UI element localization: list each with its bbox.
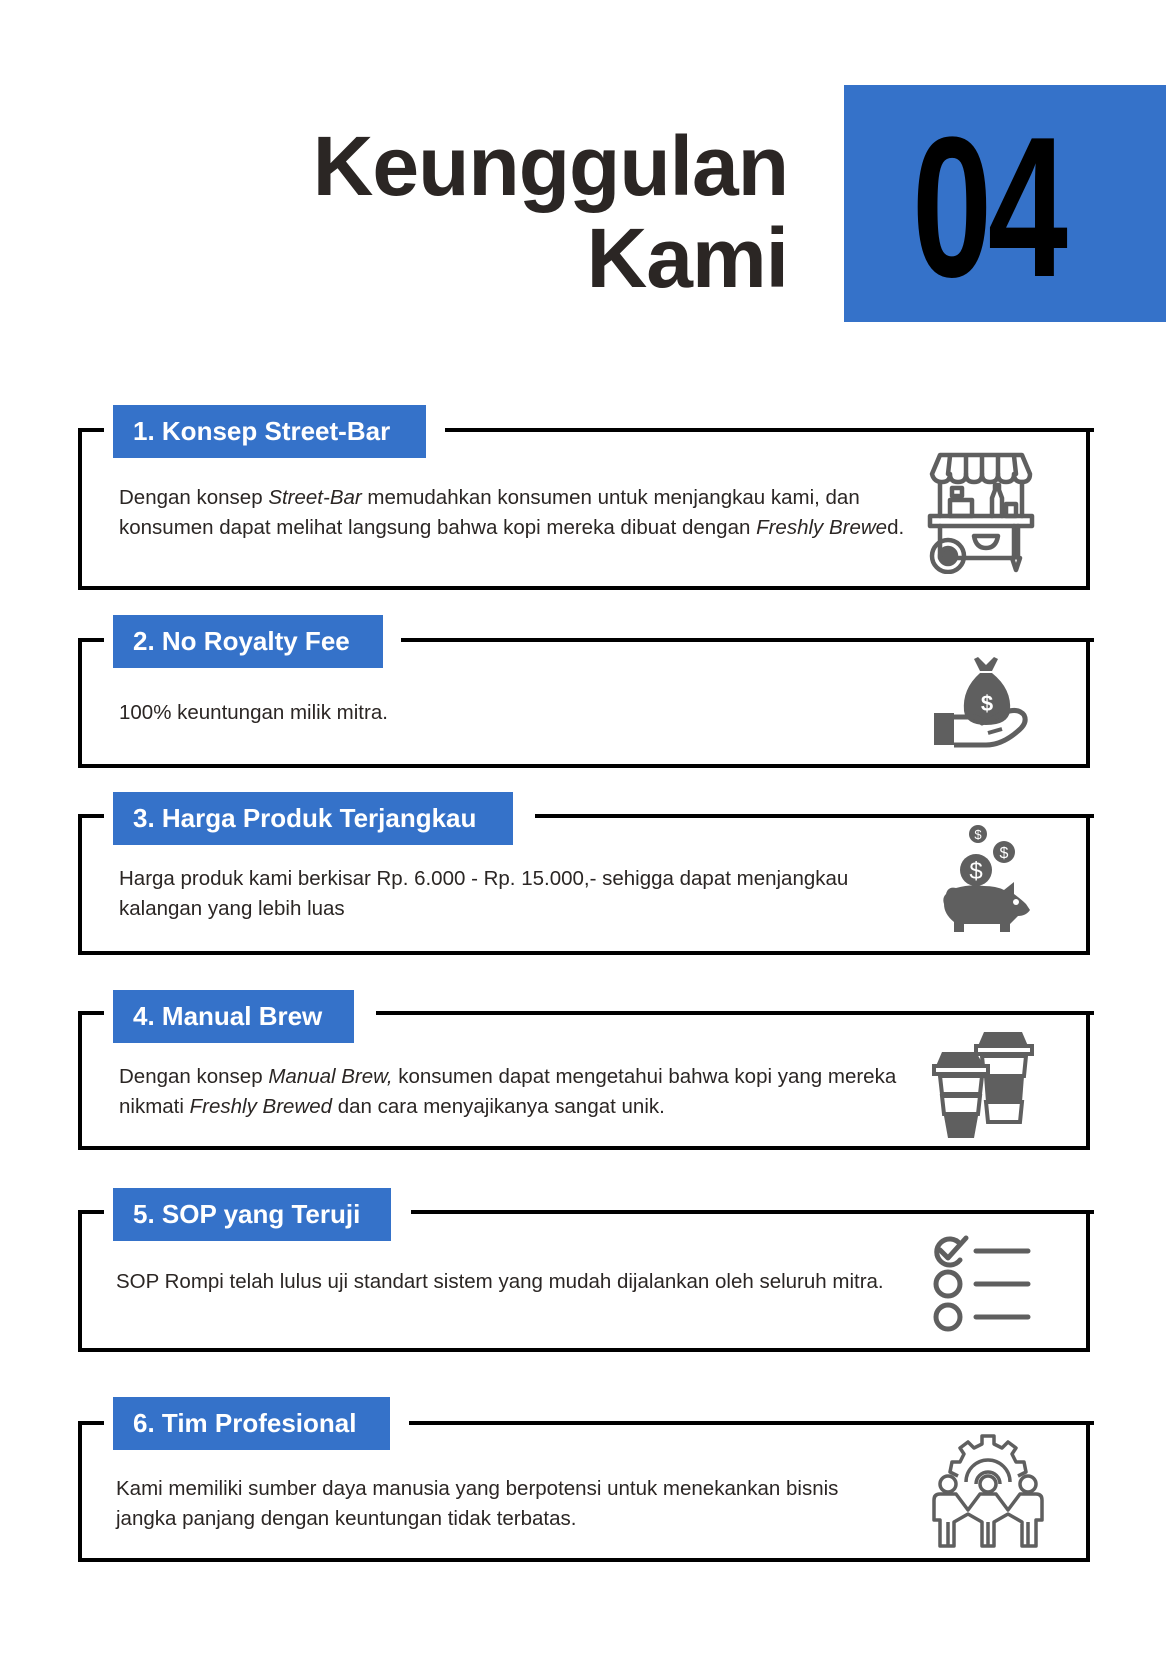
frame-line [409, 1421, 1094, 1425]
money-bag-hand-icon: $ [932, 655, 1032, 751]
frame-line [78, 1421, 104, 1425]
card-text: Kami memiliki sumber daya manusia yang b… [116, 1474, 896, 1534]
card-frame [78, 1210, 1094, 1352]
frame-line [78, 1210, 104, 1214]
svg-text:$: $ [974, 827, 982, 842]
page-title: Keunggulan Kami [312, 119, 789, 305]
emphasis-text: Freshly Brewed [189, 1095, 333, 1118]
frame-line [411, 1210, 1094, 1214]
card-text: Dengan konsep Manual Brew, konsumen dapa… [119, 1062, 899, 1122]
frame-line [445, 428, 1094, 432]
frame-line [78, 638, 104, 642]
emphasis-text: Street-Bar [268, 486, 362, 509]
emphasis-text: Freshly Brewe [756, 516, 888, 539]
card-text: Harga produk kami berkisar Rp. 6.000 - R… [119, 864, 899, 924]
frame-line [401, 638, 1094, 642]
frame-line [376, 1011, 1094, 1015]
card-label: 6. Tim Profesional [113, 1397, 390, 1450]
emphasis-text: Manual Brew, [268, 1065, 393, 1088]
card-label: 3. Harga Produk Terjangkau [113, 792, 513, 845]
text-run: Dengan konsep [119, 1065, 269, 1088]
title-line-1: Keunggulan [312, 119, 789, 213]
card-frame [78, 814, 1094, 955]
frame-line [78, 814, 104, 818]
frame-line [78, 1011, 104, 1015]
card-frame [78, 428, 1094, 590]
piggy-bank-icon: $ $ $ [940, 824, 1034, 932]
text-run: 100% keuntungan milik mitra. [119, 701, 388, 724]
svg-text:$: $ [981, 691, 993, 716]
svg-text:$: $ [1000, 845, 1009, 862]
frame-line [78, 428, 104, 432]
street-cart-icon [926, 452, 1036, 574]
svg-text:$: $ [969, 858, 982, 885]
card-label: 5. SOP yang Teruji [113, 1188, 391, 1241]
text-run: d. [887, 516, 905, 539]
text-run: Kami memiliki sumber daya manusia yang b… [116, 1477, 839, 1530]
coffee-cups-icon [932, 1030, 1038, 1140]
text-run: konsumen dapat mengetahui bahwa kopi yan… [119, 1065, 897, 1118]
checklist-icon [932, 1234, 1032, 1332]
text-run: SOP Rompi telah lulus uji standart siste… [116, 1270, 884, 1293]
card-frame [78, 1421, 1094, 1562]
team-gear-icon [928, 1432, 1048, 1550]
frame-line [535, 814, 1094, 818]
text-run: Harga produk kami berkisar Rp. 6.000 - R… [119, 867, 849, 920]
text-run: dan cara menyajikanya sangat unik. [332, 1095, 665, 1118]
text-run: Dengan konsep [119, 486, 269, 509]
card-frame [78, 1011, 1094, 1150]
card-label: 2. No Royalty Fee [113, 615, 383, 668]
card-text: Dengan konsep Street-Bar memudahkan kons… [119, 483, 919, 543]
card-text: 100% keuntungan milik mitra. [119, 698, 899, 728]
text-run: memudahkan konsumen untuk menjangkau kam… [119, 486, 860, 539]
section-number-box: 04 [844, 85, 1166, 322]
card-label: 1. Konsep Street-Bar [113, 405, 426, 458]
card-text: SOP Rompi telah lulus uji standart siste… [116, 1267, 896, 1297]
title-line-2: Kami [586, 211, 789, 305]
card-frame [78, 638, 1094, 768]
card-label: 4. Manual Brew [113, 990, 354, 1043]
section-number: 04 [912, 96, 1068, 319]
